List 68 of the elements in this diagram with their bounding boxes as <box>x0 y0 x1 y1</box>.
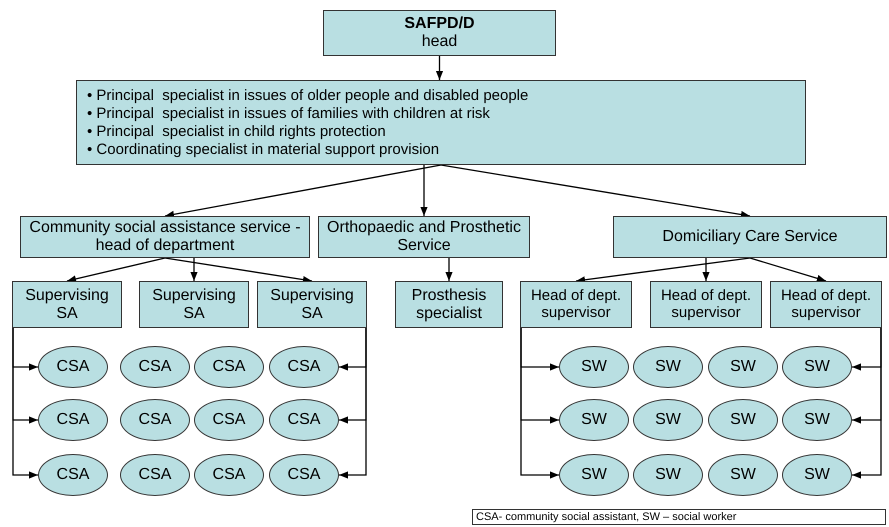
box-label: SW <box>730 358 756 376</box>
bullet-item: • Principal specialist in child rights protection <box>87 122 387 140</box>
box-label: SW <box>655 411 681 429</box>
box-label: Supervising SA <box>24 286 110 322</box>
arrow <box>12 328 38 479</box>
box-label: CSA <box>212 466 246 484</box>
arrow <box>520 328 559 479</box>
box-label: CSA <box>288 358 320 376</box>
box-label: CSA <box>56 466 90 484</box>
box-label: SW <box>804 411 830 429</box>
arrow <box>436 56 444 80</box>
arrow <box>702 258 710 281</box>
box-label: SW <box>804 358 830 376</box>
org-box <box>770 281 882 328</box>
box-label: SW <box>730 466 756 484</box>
arrow <box>420 165 428 216</box>
box-label: CSA <box>56 358 90 376</box>
arrow <box>852 328 882 479</box>
box-label: SW <box>804 466 830 484</box>
box-label: CSA <box>212 411 246 429</box>
box-label: head <box>422 33 458 51</box>
box-label: Supervising SA <box>151 286 237 322</box>
box-label: Supervising SA <box>269 286 355 322</box>
arrow <box>750 257 826 282</box>
org-box <box>395 281 503 328</box>
box-label: Head of dept. supervisor <box>780 288 872 321</box>
org-box <box>12 281 122 328</box>
arrow <box>445 258 453 281</box>
box-label: CSA <box>56 411 90 429</box>
box-label: SW <box>730 411 756 429</box>
box-label: CSA <box>138 411 172 429</box>
arrow <box>190 258 198 281</box>
box-label: CSA <box>288 411 320 429</box>
box-label: Domiciliary Care Service <box>662 228 838 246</box>
box-heading: SAFPD/D <box>404 15 475 33</box>
org-box <box>520 281 632 328</box>
bullet-item: • Principal specialist in issues of families with children at risk <box>87 104 491 122</box>
box-label: CSA <box>138 466 172 484</box>
box-label: Prosthesis specialist <box>410 286 488 322</box>
arrow <box>576 257 750 284</box>
box-label: SW <box>581 466 607 484</box>
bullet-item: • Coordinating specialist in material support provision <box>87 140 440 158</box>
org-box <box>139 281 249 328</box>
org-box <box>20 216 310 258</box>
arrow <box>66 257 166 282</box>
org-box <box>613 216 887 258</box>
box-label: Head of dept. supervisor <box>660 288 752 321</box>
bullet-item: • Principal specialist in issues of older people and disabled people <box>87 86 530 104</box>
arrow <box>164 257 312 284</box>
arrow <box>164 164 442 218</box>
legend-note: CSA- community social assistant, SW – social worker <box>472 509 886 525</box>
box-label: SW <box>581 358 607 376</box>
arrow <box>440 164 750 218</box>
box-label: SW <box>581 411 607 429</box>
org-box <box>257 281 367 328</box>
box-label: Orthopaedic and Prosthetic Service <box>326 219 522 255</box>
box-label: CSA <box>288 466 320 484</box>
org-box <box>318 216 530 258</box>
org-box <box>650 281 762 328</box>
org-box <box>323 10 556 56</box>
box-label: CSA <box>212 358 246 376</box>
box-label: SW <box>655 466 681 484</box>
box-label: Community social assistance service - head of department <box>28 219 302 255</box>
box-label: CSA <box>138 358 172 376</box>
box-label: SW <box>655 358 681 376</box>
arrow <box>339 328 367 479</box>
org-box <box>76 80 806 165</box>
box-label: Head of dept. supervisor <box>530 288 622 321</box>
